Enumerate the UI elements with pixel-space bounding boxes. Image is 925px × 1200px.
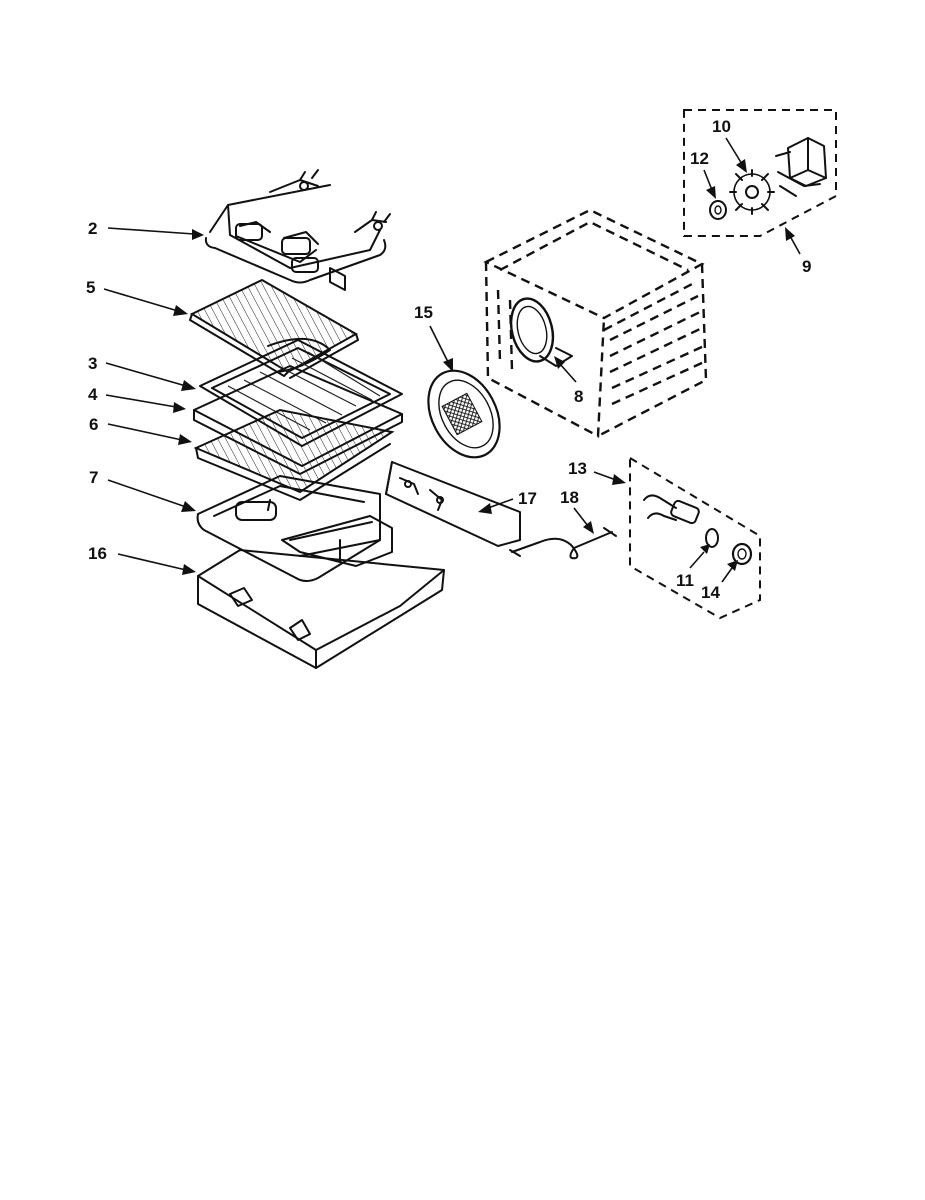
callout-4: 4	[88, 385, 98, 404]
fan-cover	[427, 369, 501, 459]
callout-5: 5	[86, 278, 95, 297]
callout-3: 3	[88, 354, 97, 373]
temperature-sensor	[509, 527, 617, 560]
bottom-pan	[197, 549, 445, 669]
callout-7: 7	[89, 468, 98, 487]
callout-16: 16	[88, 544, 107, 563]
callout-11: 11	[676, 571, 694, 590]
callout-9: 9	[802, 257, 811, 276]
callout-labels: 2 5 3 4 6 7 16 15 8 9 10 12 13 17 18 11 …	[86, 117, 811, 602]
callout-2: 2	[88, 219, 97, 238]
callout-12: 12	[690, 149, 709, 168]
callout-6: 6	[89, 415, 98, 434]
callout-10: 10	[712, 117, 731, 136]
lamp-cover	[731, 542, 753, 566]
callout-17: 17	[518, 489, 537, 508]
nut	[709, 200, 727, 220]
callout-14: 14	[701, 583, 720, 602]
lamp-lens	[705, 528, 719, 548]
bake-element	[196, 475, 393, 582]
broil-pan-grid	[189, 278, 359, 379]
lamp-assembly	[629, 456, 761, 620]
lamp-socket	[643, 494, 700, 525]
callout-18: 18	[560, 488, 579, 507]
callout-13: 13	[568, 459, 587, 478]
fan-motor	[775, 137, 827, 197]
oven-rack-lower	[193, 408, 395, 501]
leader-lines	[103, 137, 801, 583]
fan-blade	[729, 169, 775, 215]
callout-8: 8	[574, 387, 583, 406]
oven-cavity	[483, 208, 708, 438]
broil-element	[204, 169, 391, 291]
callout-15: 15	[414, 303, 433, 322]
fan-motor-assembly	[683, 109, 837, 237]
